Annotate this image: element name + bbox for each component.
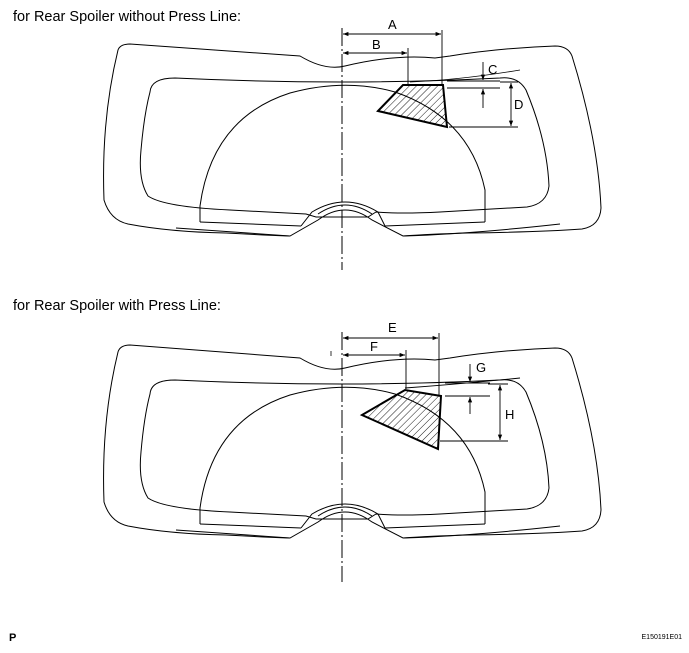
caption-with-press-line: for Rear Spoiler with Press Line: bbox=[13, 298, 221, 314]
dimension-c bbox=[447, 62, 500, 108]
glass-outline-top bbox=[139, 77, 550, 218]
label-c: C bbox=[488, 62, 497, 77]
wiper-arc-bottom bbox=[199, 386, 486, 524]
center-notch-top bbox=[300, 201, 386, 227]
lower-trim-bottom bbox=[175, 525, 561, 539]
dimension-b bbox=[343, 48, 409, 85]
label-e: E bbox=[388, 320, 397, 335]
label-g: G bbox=[476, 360, 486, 375]
wiper-base-bottom bbox=[199, 523, 486, 529]
page-marker: P bbox=[9, 632, 17, 644]
lower-trim-top bbox=[175, 223, 561, 237]
dimension-h bbox=[440, 383, 508, 442]
label-f: F bbox=[370, 339, 378, 354]
back-door-top bbox=[103, 43, 602, 237]
label-a: A bbox=[388, 17, 397, 32]
door-outer-outline-bottom bbox=[103, 344, 602, 539]
caption-without-press-line: for Rear Spoiler without Press Line: bbox=[13, 9, 242, 25]
label-b: B bbox=[372, 37, 381, 52]
wiper-base-top bbox=[199, 221, 486, 227]
spoiler-hatched-area-top bbox=[376, 84, 449, 129]
label-h: H bbox=[505, 407, 514, 422]
door-outer-outline-top bbox=[103, 43, 602, 237]
dimension-d bbox=[449, 81, 518, 128]
dimension-a bbox=[343, 30, 443, 85]
figure-id: E150191E01 bbox=[641, 634, 682, 641]
center-notch-bottom bbox=[300, 503, 386, 529]
dimension-f bbox=[343, 350, 407, 389]
spoiler-hatched-area-bottom bbox=[359, 388, 443, 451]
back-door-bottom bbox=[103, 344, 602, 539]
wiper-arc-top bbox=[199, 84, 486, 222]
reference-line-top bbox=[409, 69, 521, 83]
label-d: D bbox=[514, 97, 523, 112]
dimension-g bbox=[445, 364, 490, 414]
glass-outline-bottom bbox=[139, 379, 550, 520]
press-line-bottom bbox=[404, 377, 521, 389]
dimension-e bbox=[343, 333, 440, 395]
